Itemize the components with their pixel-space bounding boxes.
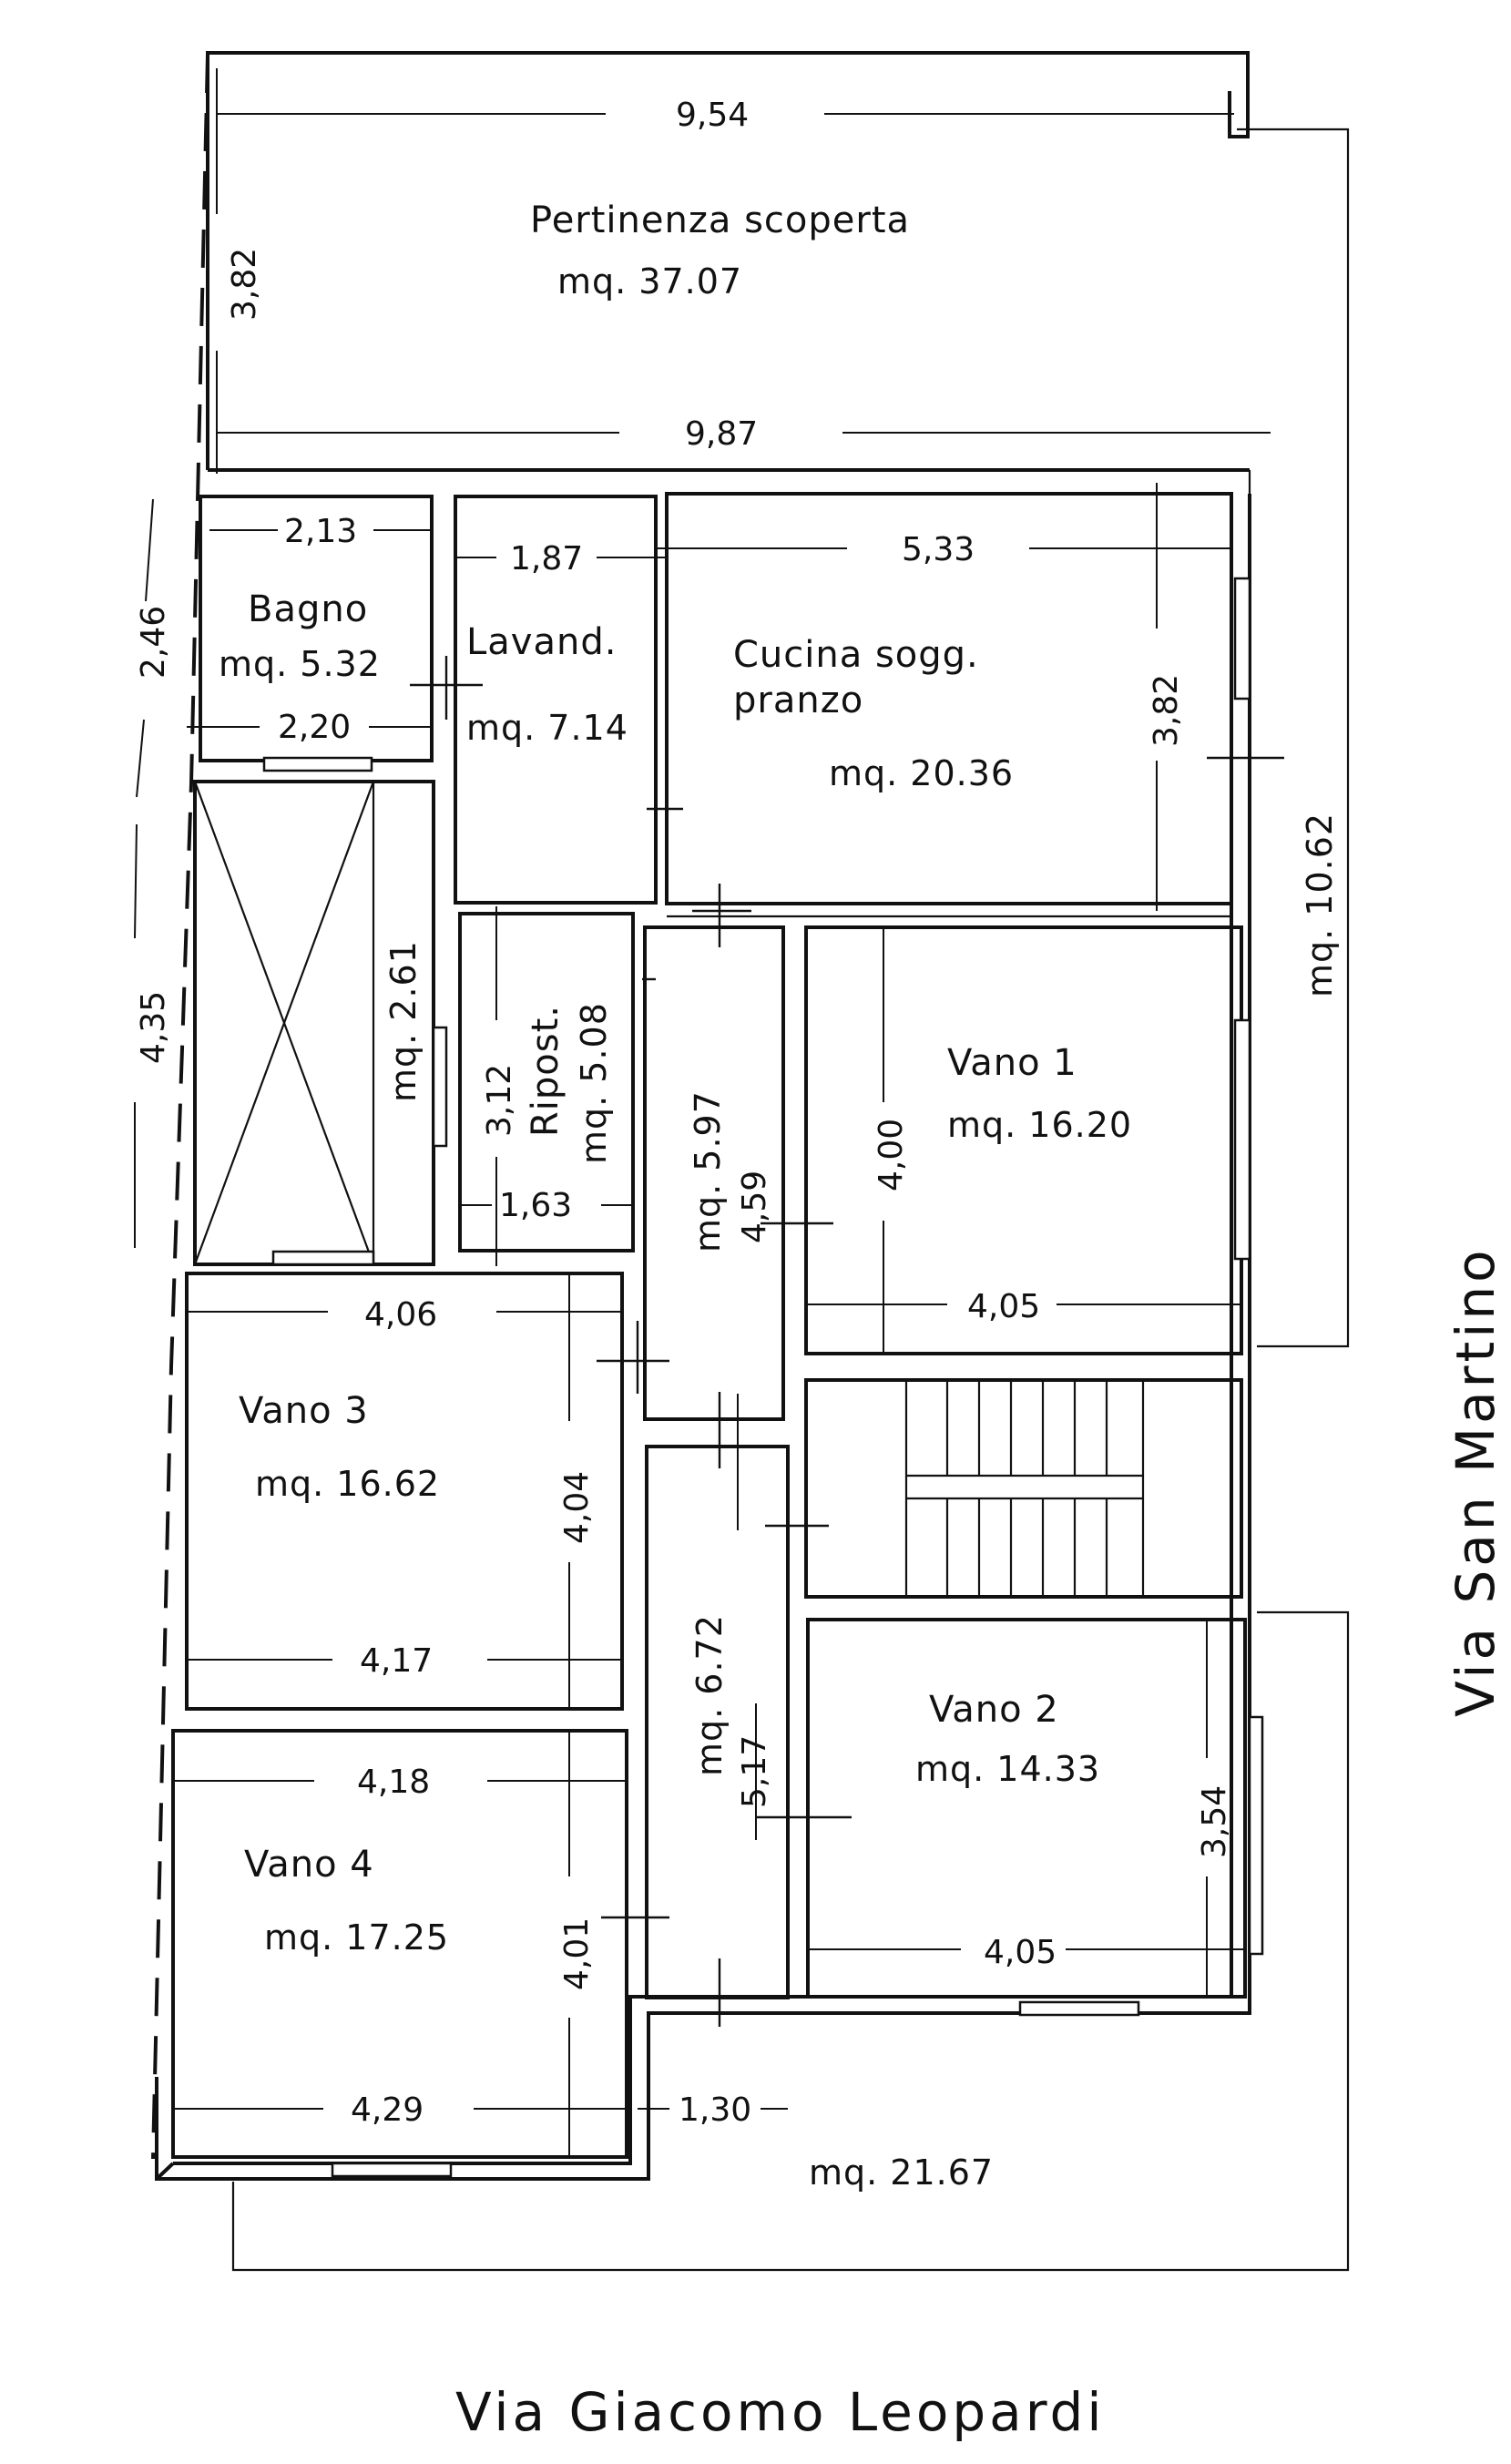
- room-lavand: [454, 495, 658, 905]
- lavand-name: Lavand.: [466, 621, 617, 663]
- vano1-name: Vano 1: [947, 1042, 1077, 1084]
- dim-ripost-height: 3,12: [481, 1064, 518, 1137]
- vano4-area: mq. 17.25: [264, 1917, 449, 1958]
- corridor-lower-area: mq. 6.72: [689, 1614, 730, 1776]
- dim-vano1-width: 4,05: [967, 1288, 1040, 1325]
- room-vano4: [171, 1729, 628, 2159]
- lavand-area: mq. 7.14: [466, 708, 628, 748]
- dim-vano4-top: 4,18: [357, 1764, 430, 1801]
- dim-left-435: 4,35: [135, 991, 172, 1064]
- windows: [262, 577, 1264, 2178]
- vano4-name: Vano 4: [244, 1844, 374, 1886]
- dim-top-height: 3,82: [226, 248, 263, 321]
- cucina-name-1: Cucina sogg.: [733, 634, 979, 676]
- dim-corridor-lower-len: 5,17: [736, 1735, 773, 1808]
- vano3-name: Vano 3: [239, 1390, 369, 1432]
- dim-cucina-width: 5,33: [902, 531, 975, 568]
- pertinenza-area: mq. 37.07: [557, 261, 742, 302]
- dim-bagno-top: 2,13: [284, 513, 357, 550]
- dim-cucina-height: 3,82: [1148, 674, 1185, 747]
- dim-vano4-bottom: 4,29: [351, 2091, 424, 2129]
- corridor-lower: [645, 1445, 790, 1999]
- pertinenza-name: Pertinenza scoperta: [530, 199, 910, 241]
- dim-mid-width: 9,87: [685, 415, 758, 453]
- dim-vano2-width: 4,05: [984, 1934, 1057, 1971]
- front-yard-area: mq. 21.67: [809, 2152, 994, 2193]
- bagno-area: mq. 5.32: [219, 644, 381, 684]
- yard-boundaries: [231, 128, 1350, 2272]
- dim-entrance-width: 1,30: [679, 2091, 751, 2129]
- room-cucina: [665, 492, 1233, 905]
- cucina-name-2: pranzo: [733, 680, 863, 721]
- staircase: [904, 1378, 1145, 1599]
- dimension-lines: [134, 68, 1271, 2157]
- dim-vano4-height: 4,01: [558, 1917, 596, 1990]
- dim-ripost-width: 1,63: [499, 1187, 572, 1224]
- west-dashed-boundary: [151, 54, 209, 2160]
- ripost-name: Ripost.: [525, 1005, 567, 1137]
- bagno-name: Bagno: [248, 588, 368, 630]
- door-ticks: [410, 656, 1284, 2027]
- vano3-area: mq. 16.62: [255, 1464, 440, 1504]
- vano2-name: Vano 2: [929, 1689, 1059, 1731]
- dim-top-width: 9,54: [676, 97, 749, 134]
- room-vano2: [806, 1618, 1247, 1999]
- dim-vano2-height: 3,54: [1196, 1785, 1233, 1858]
- room-vano3: [185, 1272, 624, 1711]
- street-labels: Via San Martino Via Giacomo Leopardi: [455, 1246, 1506, 2443]
- street-east: Via San Martino: [1445, 1246, 1506, 1717]
- dim-vano3-bottom: 4,17: [360, 1642, 433, 1680]
- vano1-area: mq. 16.20: [947, 1105, 1132, 1145]
- room-ripost: [458, 912, 635, 1252]
- side-yard-area: mq. 10.62: [1300, 813, 1340, 997]
- stair-block: [804, 1378, 1243, 1599]
- dim-lavand-width: 1,87: [510, 540, 583, 578]
- street-south: Via Giacomo Leopardi: [455, 2381, 1105, 2443]
- cucina-area: mq. 20.36: [829, 753, 1014, 793]
- dim-bagno-bottom: 2,20: [278, 709, 351, 746]
- dim-vano1-height: 4,00: [873, 1119, 910, 1191]
- dim-corridor-upper-len: 4,59: [736, 1171, 773, 1243]
- vano2-area: mq. 14.33: [915, 1749, 1100, 1789]
- corridor-upper: [643, 925, 785, 1421]
- dim-vano3-top: 4,06: [364, 1296, 437, 1334]
- dimension-labels: 9,54 3,82 9,87 2,13 2,20 2,46 4,35 1,87 …: [135, 97, 1233, 2129]
- ripost-area: mq. 5.08: [574, 1002, 614, 1164]
- corridor-upper-area: mq. 5.97: [688, 1090, 728, 1252]
- cavedio-area: mq. 2.61: [383, 940, 424, 1102]
- dim-vano3-height: 4,04: [558, 1471, 596, 1544]
- room-labels: Pertinenza scoperta mq. 37.07 Bagno mq. …: [219, 199, 1340, 2193]
- dim-left-246: 2,46: [135, 606, 172, 679]
